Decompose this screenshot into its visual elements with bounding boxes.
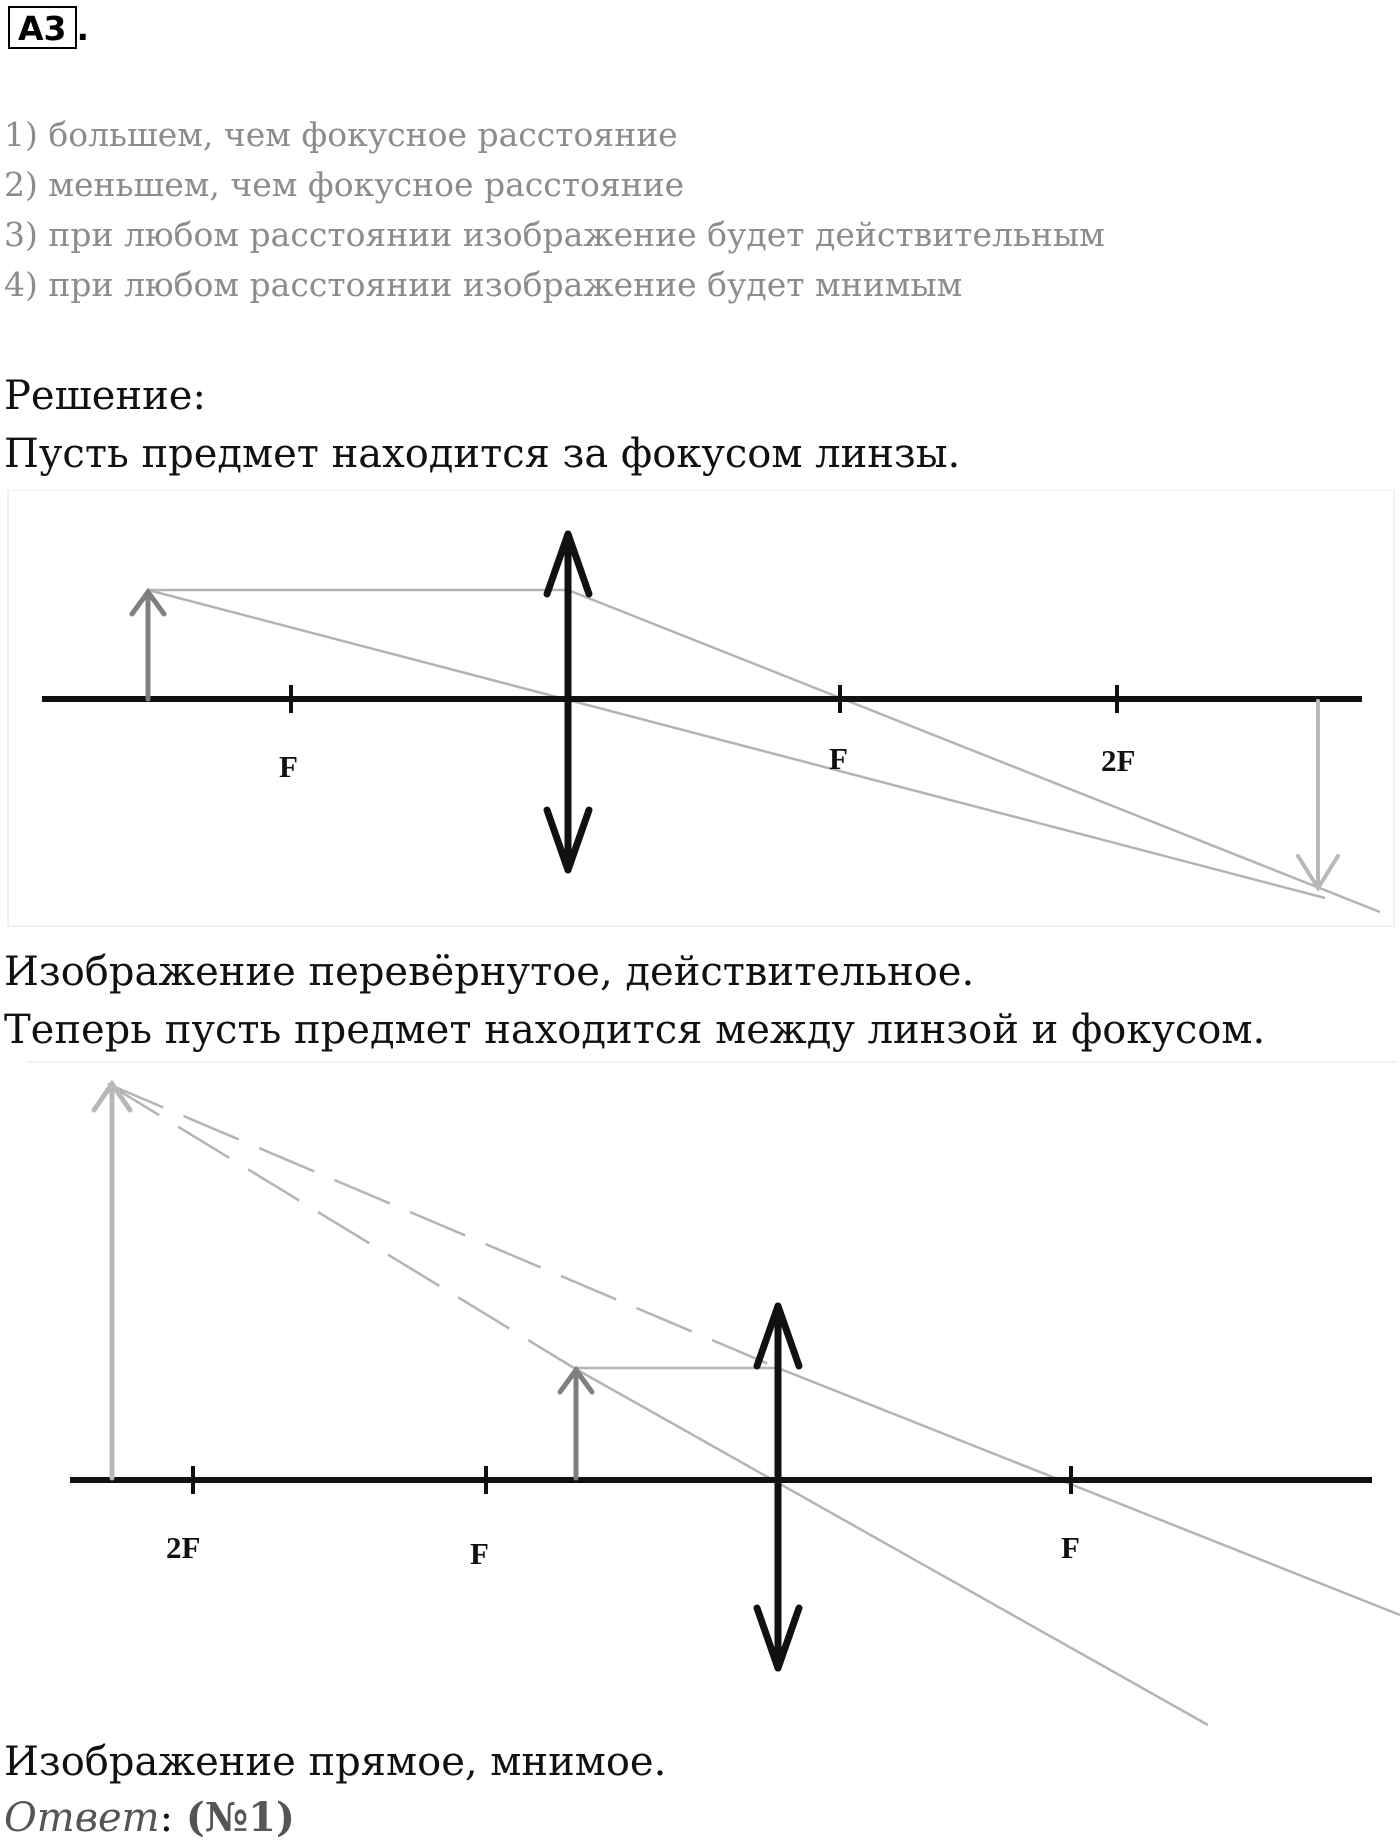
label-2f-right: 2F [1101,743,1135,778]
ray-lines [147,588,1381,914]
ray-extension-dashed [107,1082,779,1370]
axis-ticks [289,685,1119,713]
case2-text: Теперь пусть предмет находится между лин… [4,1007,1266,1053]
diagram-real-image: F F 2F [7,490,1395,927]
label-f-left: F [279,749,298,784]
label-f-right: F [829,741,848,776]
converging-lens [543,530,593,874]
ray-lines [107,1082,1400,1727]
object-arrow [129,587,167,702]
object-arrow [557,1365,595,1481]
case1-result: Изображение перевёрнутое, действительное… [4,949,975,995]
answer-line: Ответ: (№1) [4,1795,295,1841]
case1-text: Пусть предмет находится за фокусом линзы… [4,431,961,477]
image-arrow [91,1079,133,1481]
option-2: 2) меньшем, чем фокусное расстояние [4,165,685,204]
label-2f-left: 2F [166,1530,200,1565]
option-3: 3) при любом расстоянии изображение буде… [4,215,1105,254]
axis-ticks [191,1466,1073,1494]
ray-through-center [147,588,1326,900]
answer-label: Ответ [4,1795,160,1841]
case2-result: Изображение прямое, мнимое. [4,1739,667,1785]
label-f-left: F [470,1536,489,1571]
ray-refracted [567,588,1381,914]
task-label: А3. [8,6,89,49]
converging-lens [753,1302,803,1672]
answer-value: (№1) [185,1794,295,1841]
task-number-box: А3 [8,6,77,49]
image-arrow [1296,699,1340,892]
ray-refracted [777,1366,1400,1617]
diagram-frame [7,490,1395,927]
ray-through-center [573,1366,1209,1727]
option-4: 4) при любом расстоянии изображение буде… [4,265,963,304]
label-f-right: F [1061,1530,1080,1565]
solution-heading: Решение: [4,373,206,419]
diagram-virtual-image: 2F F F [28,1061,1400,1727]
task-label-dot: . [76,9,90,48]
ray-extension-dashed [107,1082,575,1370]
option-1: 1) большем, чем фокусное расстояние [4,115,678,154]
answer-colon: : [159,1795,174,1841]
